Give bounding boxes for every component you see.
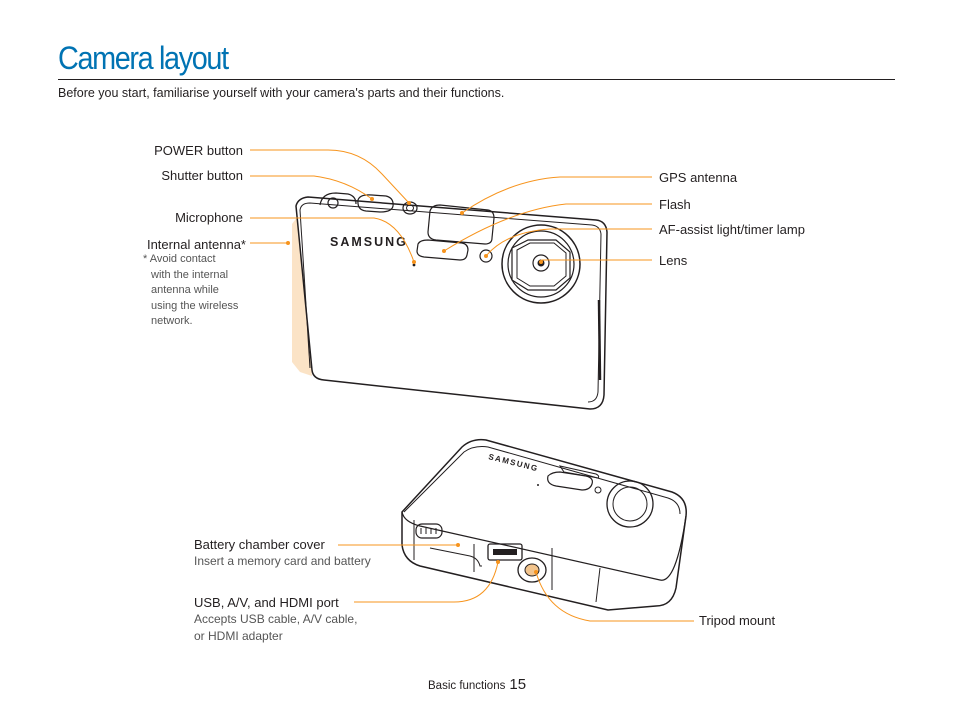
usb-port-description-line: or HDMI adapter xyxy=(194,629,283,643)
footer-section: Basic functions xyxy=(428,680,506,692)
label-usb-port: USB, A/V, and HDMI port xyxy=(194,595,339,610)
label-tripod-mount: Tripod mount xyxy=(699,613,776,628)
label-internal-antenna: Internal antenna* xyxy=(146,237,246,252)
front-callout-lines xyxy=(250,149,652,264)
usb-port-description-line: Accepts USB cable, A/V cable, xyxy=(194,612,358,626)
bottom-callout-lines xyxy=(338,543,694,622)
battery-cover-description: Insert a memory card and battery xyxy=(194,554,371,568)
usb-port-description: Accepts USB cable, A/V cable, or HDMI ad… xyxy=(194,611,357,645)
page-number: 15 xyxy=(509,676,527,693)
label-gps-antenna: GPS antenna xyxy=(659,170,738,185)
antenna-note-line: with the internal xyxy=(151,268,229,281)
page-subtitle: Before you start, familiarise yourself w… xyxy=(58,86,505,100)
title-rule xyxy=(58,79,895,80)
antenna-note: * Avoid contact with the internal antenn… xyxy=(143,252,238,330)
camera-front-view xyxy=(292,192,608,410)
label-af-assist-lamp: AF-assist light/timer lamp xyxy=(659,222,805,237)
label-battery-cover: Battery chamber cover xyxy=(194,537,325,552)
antenna-note-line: using the wireless xyxy=(151,299,239,312)
label-lens: Lens xyxy=(659,253,688,268)
internal-antenna-highlight xyxy=(292,216,312,376)
label-microphone: Microphone xyxy=(175,210,243,225)
label-flash: Flash xyxy=(659,197,691,212)
camera-bottom-view xyxy=(401,438,687,611)
front-brand-logo: SAMSUNG xyxy=(330,235,408,249)
antenna-note-line: * Avoid contact xyxy=(143,253,216,265)
antenna-note-line: network. xyxy=(151,315,193,327)
antenna-note-line: antenna while xyxy=(151,284,219,296)
page-title: Camera layout xyxy=(58,40,229,76)
label-power-button: POWER button xyxy=(154,143,243,158)
label-shutter-button: Shutter button xyxy=(161,168,243,183)
